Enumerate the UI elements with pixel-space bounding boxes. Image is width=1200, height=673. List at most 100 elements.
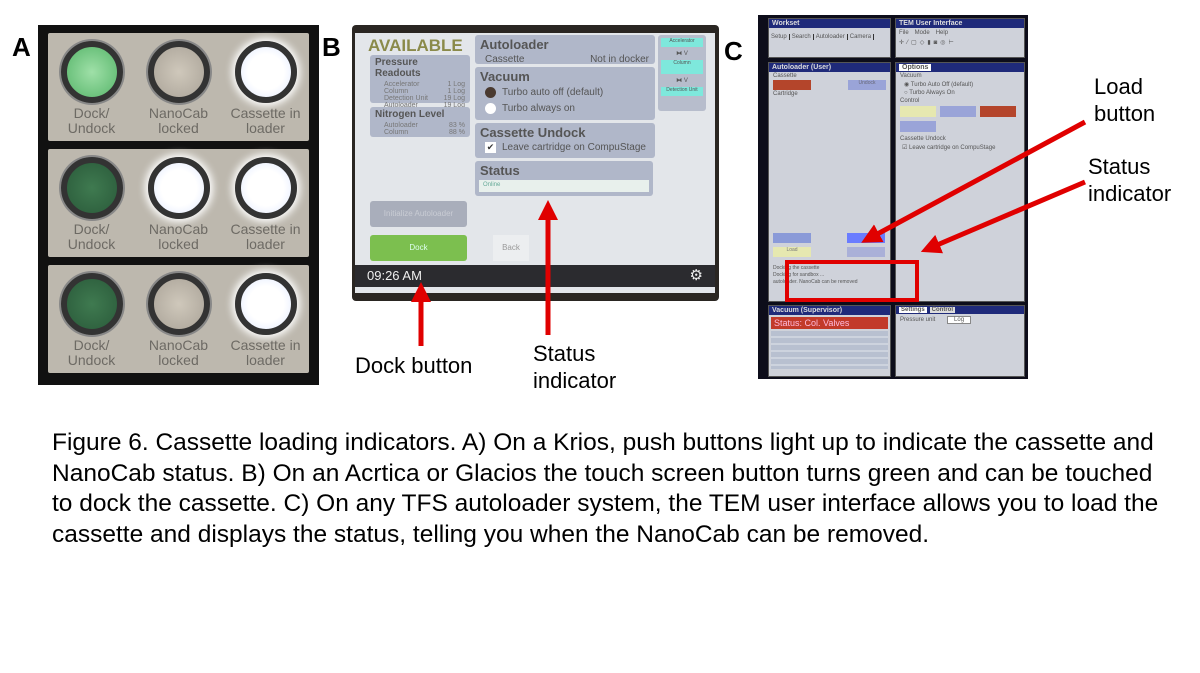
gear-icon[interactable]: ⚙ <box>689 267 703 284</box>
tab-setup[interactable]: Setup <box>771 34 790 40</box>
radio-unselected-icon <box>485 103 496 114</box>
dock-label: Dock/ Undock <box>67 105 116 136</box>
vacuum-group: Vacuum <box>900 73 922 79</box>
control-group: Control <box>900 98 920 104</box>
annotation-status-b: Status indicator <box>533 341 617 393</box>
cassette-light-icon <box>234 157 297 219</box>
pressure-unit-select[interactable]: Log <box>947 316 972 324</box>
pressure-unit-label: Pressure unit <box>900 317 936 323</box>
vacuum-status-banner: Status: Col. Valves <box>771 317 888 329</box>
radio-turbo-auto-off[interactable]: Turbo auto off (default) <box>475 87 655 98</box>
pressure-title: Pressure Readouts <box>375 57 421 79</box>
side-panel: Accelerator ⧓ V Column ⧓ V Detection Uni… <box>658 35 706 111</box>
unload-button[interactable] <box>847 247 885 257</box>
cassette-push-button: Cassette in loader <box>222 157 309 252</box>
radio-turbo-always-on[interactable]: Turbo always on <box>475 103 655 114</box>
nanocab-light-icon <box>147 157 210 219</box>
menu-help[interactable]: Help <box>935 30 949 36</box>
panel-label-c: C <box>724 36 743 66</box>
radio-turbo-always[interactable]: ○ Turbo Always On <box>904 90 955 96</box>
dock-button[interactable]: Dock <box>370 235 467 261</box>
button-row: Dock/ Undock NanoCab locked Cassette in lo… <box>48 33 309 141</box>
arrow-load <box>861 119 1087 243</box>
window-title: TEM User Interface <box>896 19 1024 28</box>
vacuum-readout-table <box>771 331 888 369</box>
nanocab-label: NanoCab locked <box>148 337 209 368</box>
accelerator-indicator: Accelerator <box>661 38 703 47</box>
nitrogen-title: Nitrogen Level <box>375 109 445 120</box>
cassette-push-button: Cassette in loader <box>222 41 309 136</box>
clock: 09:26 AM <box>367 268 422 283</box>
cassette-undock-group: Cassette Undock <box>900 136 946 142</box>
tab-search[interactable]: Search <box>792 34 814 40</box>
nanocab-push-button: NanoCab locked <box>135 157 222 252</box>
tab-settings[interactable]: Settings <box>899 307 927 313</box>
dock-push-button: Dock/ Undock <box>48 41 135 136</box>
cassette-push-button: Cassette in loader <box>222 273 309 368</box>
tab-autoloader[interactable]: Autoloader <box>816 34 848 40</box>
calibrate-button[interactable] <box>773 233 811 243</box>
start-button[interactable] <box>773 80 811 90</box>
dock-label: Dock/ Undock <box>67 337 116 368</box>
radio-turbo-auto[interactable]: ◉ Turbo Auto Off (default) <box>904 82 974 88</box>
cassette-label: Cassette in loader <box>230 221 301 252</box>
cassette-label: Cassette <box>485 54 525 65</box>
dock-push-button: Dock/ Undock <box>48 157 135 252</box>
vacuum-supervisor-window: Vacuum (Supervisor) Status: Col. Valves <box>768 305 891 377</box>
status-indicator: Online <box>479 180 649 192</box>
leave-cartridge-checkbox[interactable]: ✔ Leave cartridge on CompuStage <box>475 142 655 153</box>
nanocab-label: NanoCab locked <box>148 105 209 136</box>
back-button[interactable]: Back <box>493 235 529 261</box>
dock-light-icon <box>60 157 123 219</box>
window-title: Workset <box>769 19 890 28</box>
cassette-light-icon <box>234 273 297 335</box>
tab-camera[interactable]: Camera <box>850 34 875 40</box>
detection-unit-indicator: Detection Unit <box>661 87 703 96</box>
button-row: Dock/ Undock NanoCab locked Cassette in lo… <box>48 265 309 373</box>
vacuum-card: Vacuum Turbo auto off (default) Turbo al… <box>475 67 655 120</box>
check-icon: ✔ <box>485 142 496 153</box>
annotation-dock-button: Dock button <box>355 353 473 378</box>
cassette-label: Cassette in loader <box>230 337 301 368</box>
undock-title: Cassette Undock <box>480 125 586 140</box>
load-button[interactable]: Load <box>773 247 811 257</box>
autoloader-title: Autoloader <box>480 37 549 52</box>
initialize-autoloader-button[interactable]: Initialize Autoloader <box>370 201 467 227</box>
cassette-group: Cassette <box>773 73 797 79</box>
dock-light-icon <box>60 273 123 335</box>
leave-cartridge-checkbox[interactable]: ☑ Leave cartridge on CompuStage <box>902 145 996 151</box>
undock-button[interactable]: Undock <box>848 80 886 90</box>
control-button-4[interactable] <box>900 121 936 132</box>
tab-options[interactable]: Options <box>899 64 932 71</box>
dock-label: Dock/ Undock <box>67 221 116 252</box>
window-title: Autoloader (User) <box>769 63 890 72</box>
cassette-light-icon <box>234 41 297 103</box>
tab-control[interactable]: Control <box>929 307 955 313</box>
menu-file[interactable]: File <box>899 30 909 36</box>
checkbox-label: Leave cartridge on CompuStage <box>502 142 646 153</box>
radio-label: Turbo always on <box>502 103 575 114</box>
nanocab-light-icon <box>147 273 210 335</box>
control-button-3[interactable] <box>980 106 1016 117</box>
cassette-label: Cassette in loader <box>230 105 301 136</box>
available-status: AVAILABLE <box>368 36 463 55</box>
control-button-2[interactable] <box>940 106 976 117</box>
cassette-undock-card: Cassette Undock ✔ Leave cartridge on Comp… <box>475 123 655 158</box>
annotation-status-c: Status indicator <box>1088 154 1172 206</box>
valve-icon: ⧓ V <box>676 51 688 57</box>
vacuum-title: Vacuum <box>480 69 530 84</box>
menu-mode[interactable]: Mode <box>914 30 930 36</box>
control-button-1[interactable] <box>900 106 936 117</box>
status-highlight-box <box>785 260 919 302</box>
window-title: Vacuum (Supervisor) <box>769 306 890 315</box>
